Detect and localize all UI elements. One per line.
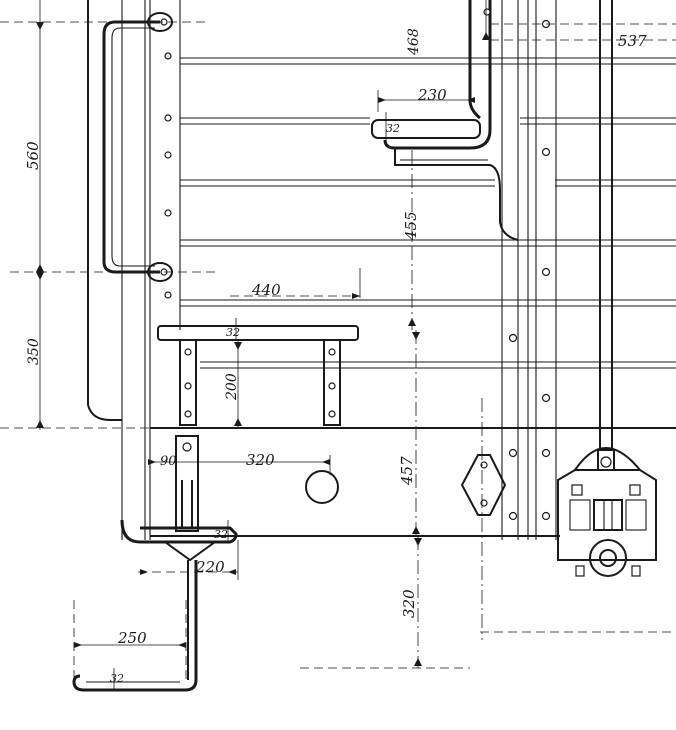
dim-32-platform: 32: [226, 326, 240, 339]
dimension-lines: [0, 0, 676, 690]
dim-320-horizontal: 320: [246, 451, 275, 469]
dim-320-vertical: 320: [400, 589, 418, 618]
right-stanchion: [501, 0, 557, 540]
dim-455: 455: [402, 211, 420, 241]
inspection-plate: [305, 454, 507, 516]
upper-step: [371, 0, 519, 241]
dim-200: 200: [224, 373, 240, 401]
dim-32-upper: 32: [386, 122, 400, 135]
dim-32-bottom: 32: [110, 672, 124, 685]
dim-468: 468: [406, 28, 422, 56]
dim-560: 560: [24, 141, 42, 170]
dim-220: 220: [195, 558, 225, 576]
dim-90: 90: [160, 454, 177, 469]
dim-250: 250: [117, 629, 147, 647]
platform-step: [157, 325, 359, 426]
left-post-rivets: [164, 52, 172, 299]
brake-rod-assembly: [557, 0, 657, 577]
dim-440: 440: [251, 281, 281, 299]
body-planks: [150, 57, 676, 537]
dim-457: 457: [398, 456, 416, 486]
stirrup-bracket: [120, 435, 238, 562]
foot-step: [72, 560, 198, 692]
dim-230: 230: [417, 86, 447, 104]
side-handle: [102, 12, 173, 282]
dim-350: 350: [26, 338, 42, 365]
dim-537: 537: [618, 32, 647, 50]
corner-post: [87, 0, 181, 540]
dimension-labels: 560 350 468 537 230 32 455 440 32 200 45…: [24, 28, 647, 685]
dim-32-stirrup: 32: [214, 528, 228, 541]
